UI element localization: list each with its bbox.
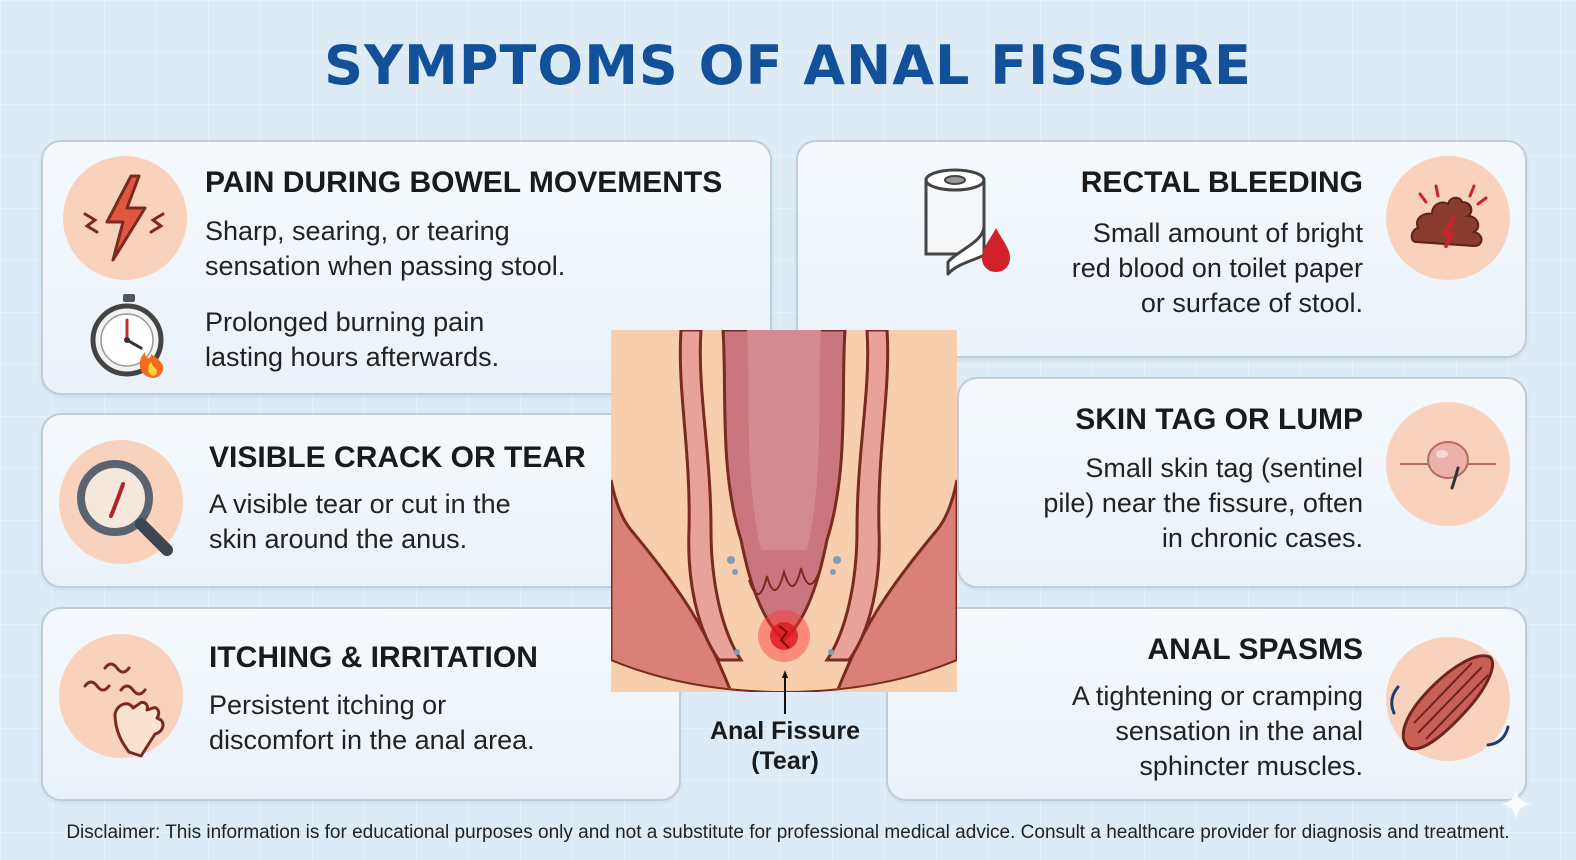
- bleeding-text: Small amount of bright red blood on toil…: [1071, 218, 1363, 318]
- anatomy-diagram: [611, 330, 957, 692]
- disclaimer: Disclaimer: This information is for educ…: [66, 822, 1510, 843]
- page-title: SYMPTOMS OF ANAL FISSURE: [324, 34, 1252, 97]
- crack-text: A visible tear or cut in the skin around…: [209, 489, 511, 554]
- pain-card: PAIN DURING BOWEL MOVEMENTS Sharp, seari…: [41, 140, 772, 395]
- scratching-hand-icon: [59, 634, 183, 758]
- skin-tag-heading: SKIN TAG OR LUMP: [1075, 403, 1363, 436]
- skin-tag-text: Small skin tag (sentinel pile) near the …: [1043, 453, 1363, 553]
- itching-text: Persistent itching or discomfort in the …: [209, 690, 535, 755]
- pain-text-sharp: Sharp, searing, or tearing sensation whe…: [205, 216, 566, 281]
- itching-heading: ITCHING & IRRITATION: [209, 641, 538, 674]
- pain-text-prolonged: Prolonged burning pain lasting hours aft…: [205, 307, 500, 372]
- spasms-card: ANAL SPASMS A tightening or cramping sen…: [886, 607, 1527, 801]
- bleeding-heading: RECTAL BLEEDING: [1080, 166, 1363, 199]
- lightning-bolt-icon: [63, 156, 187, 280]
- stool-icon: [1386, 156, 1510, 280]
- magnifying-glass-icon: [59, 440, 183, 564]
- spasms-heading: ANAL SPASMS: [1147, 633, 1363, 666]
- crack-card: VISIBLE CRACK OR TEAR A visible tear or …: [41, 413, 656, 588]
- sparkle-icon: [1500, 788, 1532, 820]
- crack-heading: VISIBLE CRACK OR TEAR: [209, 441, 586, 474]
- itching-card: ITCHING & IRRITATION Persistent itching …: [41, 607, 681, 801]
- fissure-label: Anal Fissure (Tear): [709, 717, 861, 775]
- spasms-text: A tightening or cramping sensation in th…: [1071, 681, 1363, 781]
- pain-heading: PAIN DURING BOWEL MOVEMENTS: [205, 166, 723, 199]
- bleeding-card: RECTAL BLEEDING Small amount of bright r…: [796, 140, 1527, 358]
- skin-tag-card: SKIN TAG OR LUMP Small skin tag (sentine…: [957, 377, 1527, 588]
- muscle-spasm-icon: [1386, 637, 1510, 761]
- stopwatch-fire-icon: [83, 290, 175, 382]
- toilet-paper-blood-drop-icon: [918, 166, 1018, 278]
- fissure-arrow-icon: [782, 670, 788, 714]
- skin-lump-icon: [1386, 402, 1510, 526]
